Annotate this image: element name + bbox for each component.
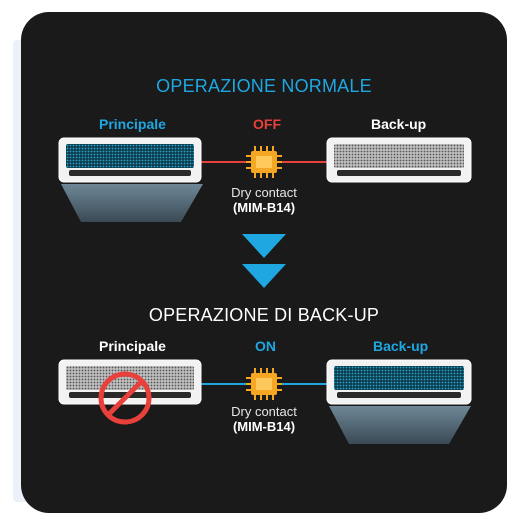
airflow-icon [61, 184, 203, 222]
airflow-icon [329, 406, 471, 444]
diagram-graphics [58, 137, 472, 444]
normal-right-label: Back-up [371, 116, 427, 132]
ac-unit-icon [58, 359, 202, 405]
diagram-card: OPERAZIONE NORMALE Principale OFF Back-u… [21, 12, 507, 513]
normal-left-label: Principale [99, 116, 166, 132]
dry-contact-model: (MIM-B14) [232, 200, 296, 215]
normal-dry-contact: Dry contact (MIM-B14) [204, 185, 324, 215]
ac-unit-icon [326, 359, 472, 405]
ac-unit-icon [326, 137, 472, 183]
prohibited-icon [98, 371, 152, 425]
backup-title: OPERAZIONE DI BACK-UP [148, 305, 380, 325]
normal-title: OPERAZIONE NORMALE [156, 76, 372, 96]
dry-contact-model: (MIM-B14) [232, 419, 296, 434]
chip-icon [246, 146, 282, 178]
dry-contact-label: Dry contact [231, 404, 297, 419]
dry-contact-label: Dry contact [231, 185, 297, 200]
backup-left-label: Principale [99, 338, 166, 354]
down-arrow-icon [242, 264, 286, 288]
backup-right-label: Back-up [373, 338, 429, 354]
ac-unit-icon [58, 137, 202, 183]
normal-status-off: OFF [253, 116, 281, 132]
backup-status-on: ON [255, 338, 276, 354]
down-arrow-icon [242, 234, 286, 258]
backup-dry-contact: Dry contact (MIM-B14) [204, 404, 324, 434]
chip-icon [246, 368, 282, 400]
